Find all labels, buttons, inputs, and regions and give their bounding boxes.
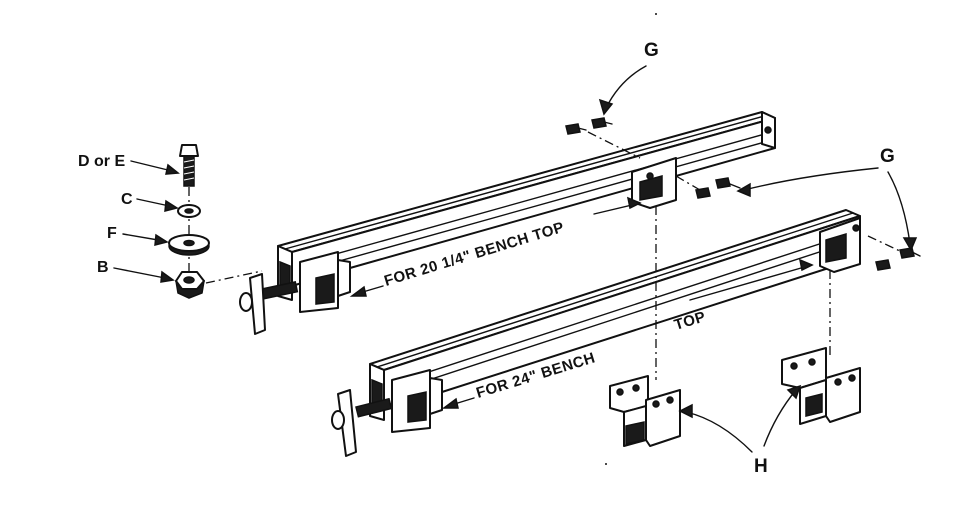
screws-g-right <box>675 175 921 271</box>
hex-nut-b <box>175 271 205 299</box>
upper-rail-assembly <box>239 111 776 335</box>
lower-rail-assembly <box>331 209 861 457</box>
flat-washer-f <box>168 234 210 256</box>
screws-g-top <box>565 117 641 159</box>
label-g-top: G <box>644 40 659 61</box>
label-b: B <box>97 259 109 276</box>
arrowhead-f <box>154 233 169 246</box>
upper-clamp-screw <box>239 273 299 335</box>
arrow-h-right <box>763 389 797 447</box>
label-d-or-e: D or E <box>78 153 125 170</box>
arrowhead-d-or-e <box>165 163 180 175</box>
bolt-d-or-e <box>179 144 199 187</box>
arrow-h-left <box>685 411 753 453</box>
arrow-b <box>113 267 171 280</box>
screw-g-2 <box>591 117 607 129</box>
label-h: H <box>754 456 768 477</box>
speck <box>605 463 607 465</box>
lower-clamp-screw <box>331 389 393 457</box>
arrow-g-right-b <box>887 171 911 245</box>
lock-washer-c <box>177 204 201 218</box>
fastener-callouts: D or E C F B <box>78 153 180 283</box>
speck <box>655 13 657 15</box>
label-g-right: G <box>880 146 895 167</box>
arrow-g-top <box>605 65 647 109</box>
screw-g-4 <box>715 177 731 189</box>
screw-g-5 <box>875 259 891 271</box>
bracket-h-left <box>609 375 681 447</box>
bracket-h-right <box>781 347 861 425</box>
arrowhead-c <box>164 199 179 212</box>
label-f: F <box>107 225 117 242</box>
lower-clamp-handle <box>337 389 357 457</box>
fastener-stack <box>168 144 263 299</box>
label-c: C <box>121 191 133 208</box>
arrowhead-b <box>160 270 175 283</box>
screw-g-1 <box>565 123 581 135</box>
arrow-g-right-a <box>743 167 879 191</box>
screw-g-3 <box>695 187 711 199</box>
upper-clamp-handle <box>249 273 266 335</box>
